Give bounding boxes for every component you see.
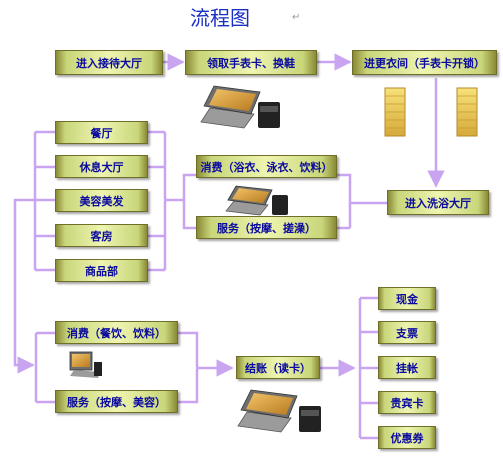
node-pay-coupon: 优惠券 bbox=[378, 426, 436, 449]
diagram-title: 流程图 bbox=[190, 6, 250, 30]
node-consume-food: 消费（餐饮、饮料） bbox=[55, 321, 178, 344]
node-pay-credit: 挂帐 bbox=[378, 356, 436, 379]
pos-terminal-icon bbox=[200, 85, 280, 129]
node-service-beauty: 服务（按摩、美容） bbox=[55, 390, 178, 413]
node-locker: 进更衣间（手表卡开锁） bbox=[352, 50, 497, 75]
node-pay-check: 支票 bbox=[378, 321, 436, 344]
node-shop: 商品部 bbox=[55, 259, 148, 282]
return-mark-icon: ↵ bbox=[292, 12, 301, 23]
node-lounge: 休息大厅 bbox=[55, 155, 148, 178]
node-restaurant: 餐厅 bbox=[55, 121, 148, 144]
pos-terminal-icon bbox=[69, 351, 102, 378]
node-pay-cash: 现金 bbox=[378, 287, 436, 310]
node-beauty: 美容美发 bbox=[55, 189, 148, 212]
node-pay-vip: 贵宾卡 bbox=[378, 391, 436, 414]
wrist-card-icon bbox=[456, 87, 478, 137]
connector-line bbox=[337, 173, 387, 205]
connector-line bbox=[178, 331, 199, 404]
connector-line bbox=[13, 198, 35, 374]
node-get-card: 领取手表卡、换鞋 bbox=[185, 50, 317, 75]
node-entrance: 进入接待大厅 bbox=[55, 50, 163, 75]
wrist-card-icon bbox=[384, 87, 406, 137]
pos-terminal-icon bbox=[225, 185, 288, 216]
connector-line bbox=[182, 200, 196, 230]
connector-line bbox=[165, 173, 196, 202]
node-service-massage: 服务（按摩、搓澡） bbox=[196, 216, 337, 239]
node-consume-bath: 消费（浴衣、泳衣、饮料） bbox=[196, 155, 337, 178]
node-guestroom: 客房 bbox=[55, 224, 148, 247]
node-bath-hall: 进入洗浴大厅 bbox=[387, 190, 489, 215]
pos-terminal-icon bbox=[237, 389, 321, 433]
node-checkout: 结账（读卡） bbox=[236, 356, 320, 379]
